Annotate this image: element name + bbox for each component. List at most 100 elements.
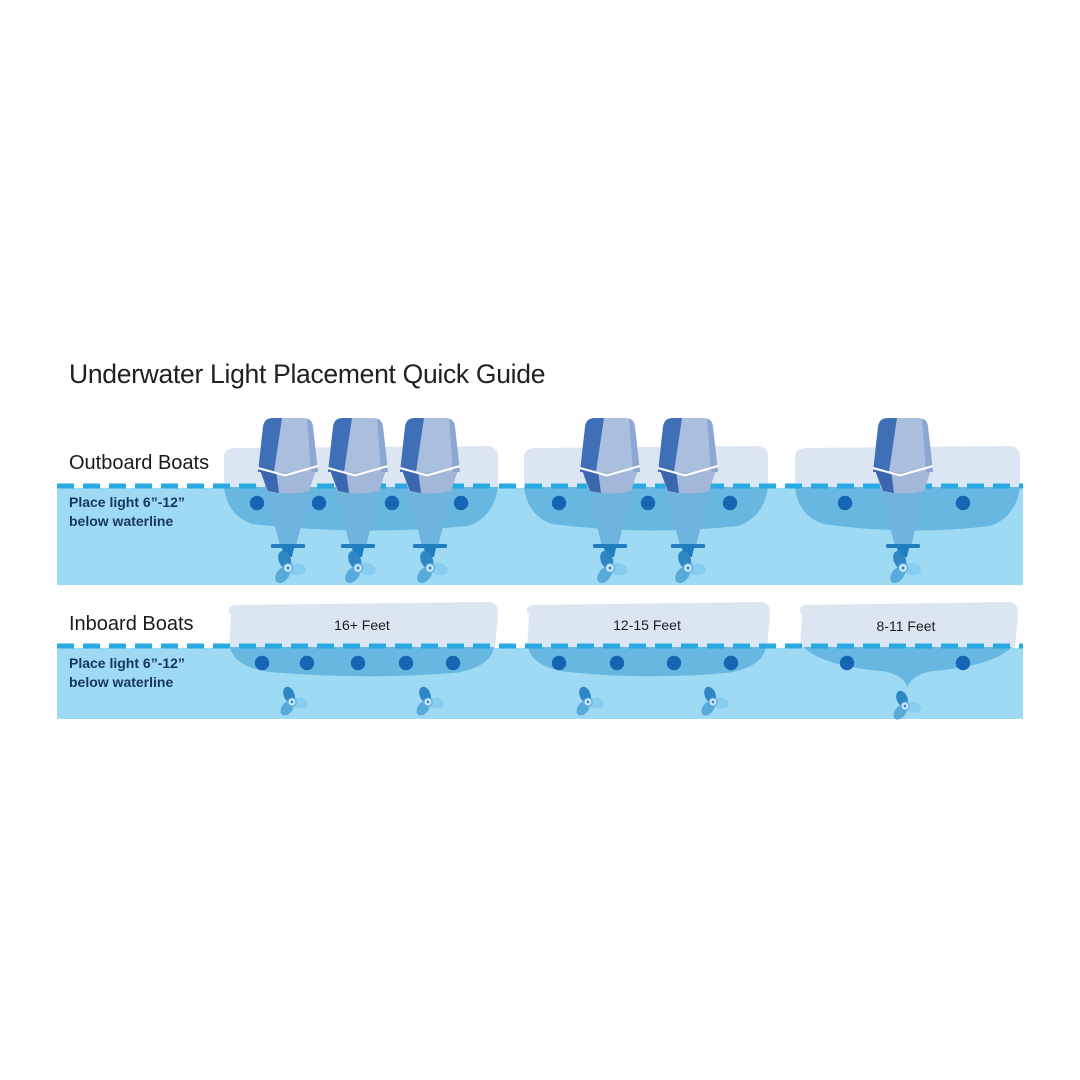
motor-cowling-seam — [657, 465, 719, 477]
propeller-hub-center — [286, 566, 290, 570]
motor-skirt-shadow — [402, 470, 421, 493]
underwater-light-dot — [551, 495, 567, 511]
motor-cowling-edge — [922, 418, 933, 472]
underwater-light-dot — [640, 495, 656, 511]
outboard-motor — [872, 418, 934, 584]
motor-skirt-shadow — [582, 470, 601, 493]
underwater-light-dot — [249, 495, 265, 511]
outboard-motor — [399, 418, 461, 584]
propeller-hub-center — [290, 700, 294, 704]
outboard-motor — [257, 418, 319, 584]
boat-size-label-8-11: 8-11 Feet — [876, 618, 936, 634]
inboard-section-label: Inboard Boats — [69, 613, 194, 635]
motor-cowling-edge — [449, 418, 460, 472]
inboard-row — [57, 602, 1023, 720]
outboard-note-line1: Place light 6”-12” — [69, 494, 185, 510]
motor-cowling-edge — [307, 418, 318, 472]
motor-lower-unit — [587, 487, 633, 546]
underwater-light-dot — [955, 495, 971, 511]
inboard-note-line2: below waterline — [69, 673, 174, 690]
page-title: Underwater Light Placement Quick Guide — [69, 359, 546, 389]
underwater-light-dot — [722, 495, 738, 511]
underwater-light-dot — [839, 655, 855, 671]
motor-skirt-shadow — [660, 470, 679, 493]
propeller-icon — [416, 686, 445, 716]
motor-cowling-seam — [327, 465, 389, 477]
underwater-light-dot — [666, 655, 682, 671]
propeller-hub-center — [586, 700, 590, 704]
motor-cavitation-plate — [671, 544, 705, 548]
motor-skirt-shadow — [330, 470, 349, 493]
underwater-light-dot — [350, 655, 366, 671]
propeller-hub-center — [711, 700, 715, 704]
motor-cowling-stripe — [400, 418, 424, 472]
underwater-light-dot — [723, 655, 739, 671]
underwater-light-dot — [609, 655, 625, 671]
motor-cowling-edge — [377, 418, 388, 472]
outboard-motor — [579, 418, 641, 584]
underwater-light-dot — [445, 655, 461, 671]
motor-cavitation-plate — [886, 544, 920, 548]
motor-cavitation-plate — [271, 544, 305, 548]
propeller-hub-center — [686, 566, 690, 570]
motor-cowling-seam — [579, 465, 641, 477]
underwater-light-dot — [299, 655, 315, 671]
outboard-note-line2: below waterline — [69, 512, 174, 529]
motor-lower-unit — [335, 487, 381, 546]
motor-cowling-stripe — [328, 418, 352, 472]
motor-lower-unit — [265, 487, 311, 546]
underwater-light-dot — [837, 495, 853, 511]
propeller-hub-center — [356, 566, 360, 570]
boat-size-label-16plus: 16+ Feet — [334, 617, 390, 633]
motor-cowling-stripe — [580, 418, 604, 472]
propeller-icon — [275, 551, 306, 584]
propeller-hub-center — [428, 566, 432, 570]
motor-cowling-stripe — [873, 418, 897, 472]
underwater-light-dot — [254, 655, 270, 671]
propeller-icon — [597, 551, 628, 584]
underwater-light-dot — [384, 495, 400, 511]
propeller-icon — [345, 551, 376, 584]
propeller-icon — [890, 551, 921, 584]
underwater-light-dot — [955, 655, 971, 671]
outboard-hull-above-waterline — [524, 446, 768, 488]
propeller-icon — [701, 686, 730, 716]
outboard-section-label: Outboard Boats — [69, 452, 210, 474]
inboard-hull-below-waterline — [528, 647, 766, 677]
inboard-note-line1: Place light 6”-12” — [69, 655, 185, 671]
underwater-light-dot — [311, 495, 327, 511]
propeller-icon — [893, 690, 922, 720]
inboard-hull-above-waterline — [526, 602, 771, 648]
motor-cowling-seam — [257, 465, 319, 477]
propeller-hub-center — [608, 566, 612, 570]
motor-cowling-seam — [872, 465, 934, 477]
motor-cowling-edge — [707, 418, 718, 472]
propeller-hub-center — [426, 700, 430, 704]
outboard-placement-note: Place light 6”-12” below waterline — [69, 493, 185, 530]
propeller-icon — [576, 686, 605, 716]
underwater-light-dot — [398, 655, 414, 671]
outboard-row — [57, 418, 1023, 585]
outboard-motor — [327, 418, 389, 584]
propeller-icon — [280, 686, 309, 716]
inboard-placement-note: Place light 6”-12” below waterline — [69, 654, 185, 691]
motor-cowling-stripe — [258, 418, 282, 472]
underwater-light-dot — [551, 655, 567, 671]
inboard-hull-above-waterline — [799, 602, 1019, 648]
motor-cowling-stripe — [658, 418, 682, 472]
motor-lower-unit — [407, 487, 453, 546]
motor-cavitation-plate — [593, 544, 627, 548]
motor-cavitation-plate — [341, 544, 375, 548]
propeller-hub-center — [903, 704, 907, 708]
motor-skirt-shadow — [875, 470, 894, 493]
motor-lower-unit — [665, 487, 711, 546]
motor-cowling-seam — [399, 465, 461, 477]
propeller-hub-center — [901, 566, 905, 570]
underwater-light-dot — [453, 495, 469, 511]
motor-cowling-edge — [629, 418, 640, 472]
inboard-hull-above-waterline — [228, 602, 499, 648]
boat-size-label-12-15: 12-15 Feet — [613, 617, 681, 633]
propeller-icon — [417, 551, 448, 584]
